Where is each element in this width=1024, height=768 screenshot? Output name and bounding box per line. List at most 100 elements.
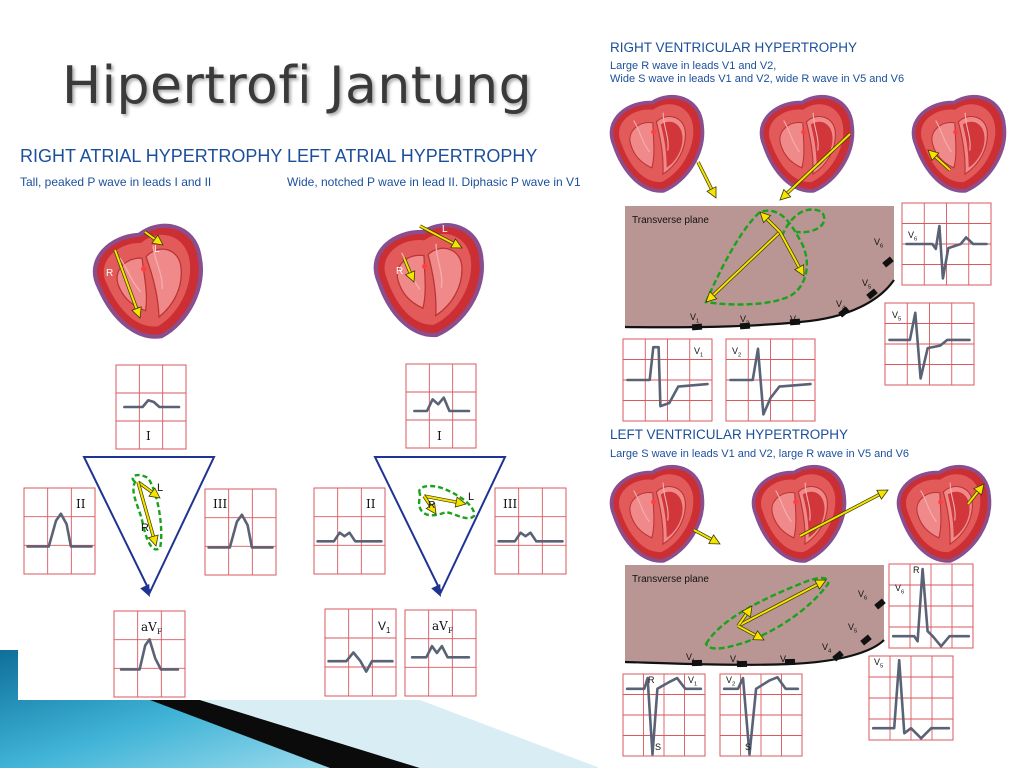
- rah-vector-r-head: [147, 534, 159, 547]
- rvh-heart-1: [609, 94, 705, 193]
- rvh-subtitle-line2: Wide S wave in leads V1 and V2, wide R w…: [610, 73, 905, 85]
- rvh-vector-up-head: [759, 211, 772, 224]
- rah-einthoven-triangle: [82, 456, 216, 595]
- lvh-electrode-4: [832, 650, 844, 662]
- rvh-heart-3: [911, 94, 1007, 193]
- lah-vector-r-shaft: [423, 495, 432, 507]
- lvh-ecg-v2-s-label: S: [745, 742, 751, 752]
- lah-heart-arrow-r-head: [404, 270, 416, 283]
- lah-heart-arrow-r: [402, 257, 416, 283]
- lvh-ecg-v6-label: V6: [895, 583, 904, 595]
- rah-ecg-lead-ii-trace: [26, 512, 93, 548]
- rvh-electrode-2: [739, 322, 751, 330]
- lvh-electrode-5: [860, 634, 872, 646]
- lah-vector-l-head: [454, 496, 467, 508]
- rvh-heart-2-sa-node: [801, 129, 806, 135]
- rah-ecg-lead-avf-frame: [113, 610, 186, 698]
- rah-ecg-lead-avf-trace: [119, 638, 180, 671]
- lvh-ecg-v5-label: V5: [874, 657, 883, 669]
- lvh-title: LEFT VENTRICULAR HYPERTROPHY: [610, 427, 849, 442]
- rvh-heart-1-sa-node: [651, 129, 656, 135]
- rvh-electrode-4: [838, 306, 850, 318]
- lvh-heart-3-valve-lines: [920, 482, 956, 523]
- rvh-heart-2: [759, 94, 855, 193]
- rvh-ecg-v5-trace: [888, 311, 971, 380]
- lvh-heart-3-arrow-shaft: [967, 491, 979, 505]
- lah-ecg-lead-v1: [324, 608, 397, 697]
- rah-lead-i-label: I: [146, 429, 151, 443]
- lvh-heart-1-right-chamber: [629, 491, 655, 539]
- lvh-vector-main: [737, 579, 827, 628]
- rvh-heart-1-right-chamber: [629, 121, 655, 169]
- rah-vector-l: [137, 480, 161, 499]
- rah-heart: [92, 223, 203, 339]
- rah-ecg-lead-iii: [204, 488, 277, 576]
- lvh-heart-1-sa-node: [651, 499, 656, 505]
- lah-lead-i-label: I: [437, 429, 442, 443]
- lah-vector-r-head: [425, 502, 437, 515]
- rvh-heart-1-arrow-head: [706, 186, 717, 199]
- lvh-heart-1-arrow: [693, 528, 721, 545]
- lah-ecg-lead-v1-frame: [324, 608, 397, 697]
- lah-vector-label-l: L: [468, 491, 474, 503]
- lvh-ecg-v1-label: V1: [688, 675, 697, 687]
- lvh-qrs-loop: [704, 576, 830, 650]
- rah-ecg-lead-i: [115, 364, 187, 450]
- rvh-plane-label: Transverse plane: [632, 215, 709, 226]
- lah-triangle-arrowhead: [431, 584, 441, 597]
- rah-heart-sa-node: [140, 266, 147, 272]
- lvh-heart-2-valve-lines: [775, 482, 811, 523]
- lah-title: LEFT ATRIAL HYPERTROPHY: [287, 146, 538, 166]
- lvh-heart-1-arrow-shaft: [693, 529, 712, 541]
- rvh-heart-2-arrow-shaft: [786, 133, 851, 194]
- lvh-ecg-v1: [622, 673, 706, 757]
- rvh-ecg-v6-label: V6: [908, 230, 917, 242]
- lvh-ecg-v1-r-label: R: [648, 675, 655, 685]
- rah-vector-r-shaft: [137, 481, 155, 537]
- rvh-heart-2-arrow-head: [779, 188, 792, 201]
- lvh-chest-lead-label-2: V2: [730, 654, 739, 666]
- rah-lead-iii-label: III: [213, 497, 227, 511]
- lvh-ecg-v5-trace: [871, 658, 951, 740]
- rvh-vector-right-head: [794, 264, 805, 277]
- lvh-heart-2-arrow: [799, 489, 889, 538]
- lah-vector-label-r: R: [428, 500, 435, 511]
- lvh-ecg-v5: [868, 655, 954, 741]
- lvh-ecg-v2-label: V2: [726, 675, 735, 687]
- rvh-heart-3-arrow-head: [927, 149, 940, 162]
- lah-ecg-lead-ii-frame: [313, 487, 386, 575]
- rvh-chest-lead-label-1: V1: [690, 312, 699, 324]
- rvh-vector-up: [759, 211, 782, 234]
- rvh-heart-2-arrow: [779, 132, 852, 201]
- lvh-heart-2-arrow-head: [876, 489, 889, 500]
- rah-ecg-lead-iii-frame: [204, 488, 277, 576]
- rvh-ecg-v5: [884, 302, 975, 386]
- rvh-chest-lead-label-3: V3: [790, 314, 799, 326]
- rvh-chest-lead-label-6: V6: [874, 237, 883, 249]
- lvh-transverse-plane: [625, 565, 884, 665]
- rah-ecg-lead-avf: [113, 610, 186, 698]
- lvh-heart-1: [609, 464, 705, 563]
- lah-lead-iii-label: III: [503, 497, 517, 511]
- rvh-vector-right-shaft: [779, 231, 801, 268]
- rvh-ecg-v1-trace: [626, 345, 709, 408]
- lvh-chest-lead-label-1: V1: [686, 652, 695, 664]
- lah-heart-left-chamber: [427, 247, 463, 317]
- rvh-heart-1-arrow: [696, 161, 717, 199]
- lvh-ecg-v2-trace: [722, 676, 800, 756]
- rah-p-vector-loop: [131, 473, 163, 551]
- lah-heart-label-r: R: [396, 266, 403, 277]
- rvh-ecg-v6-trace: [905, 224, 988, 280]
- lvh-heart-2-arrow-shaft: [799, 493, 880, 537]
- lah-p-vector-loop: [417, 484, 476, 520]
- rah-lead-ii-label: II: [76, 497, 86, 511]
- lvh-electrode-1: [691, 659, 703, 667]
- rah-vector-r: [136, 481, 159, 547]
- left-panel: [18, 140, 598, 700]
- lvh-ecg-v6-trace: [891, 567, 971, 648]
- lah-lead-avf-label: aVF: [432, 619, 454, 635]
- rvh-ecg-v1-label: V1: [694, 346, 703, 358]
- lvh-vector-up-head: [741, 605, 753, 618]
- lvh-vector-up: [736, 605, 753, 627]
